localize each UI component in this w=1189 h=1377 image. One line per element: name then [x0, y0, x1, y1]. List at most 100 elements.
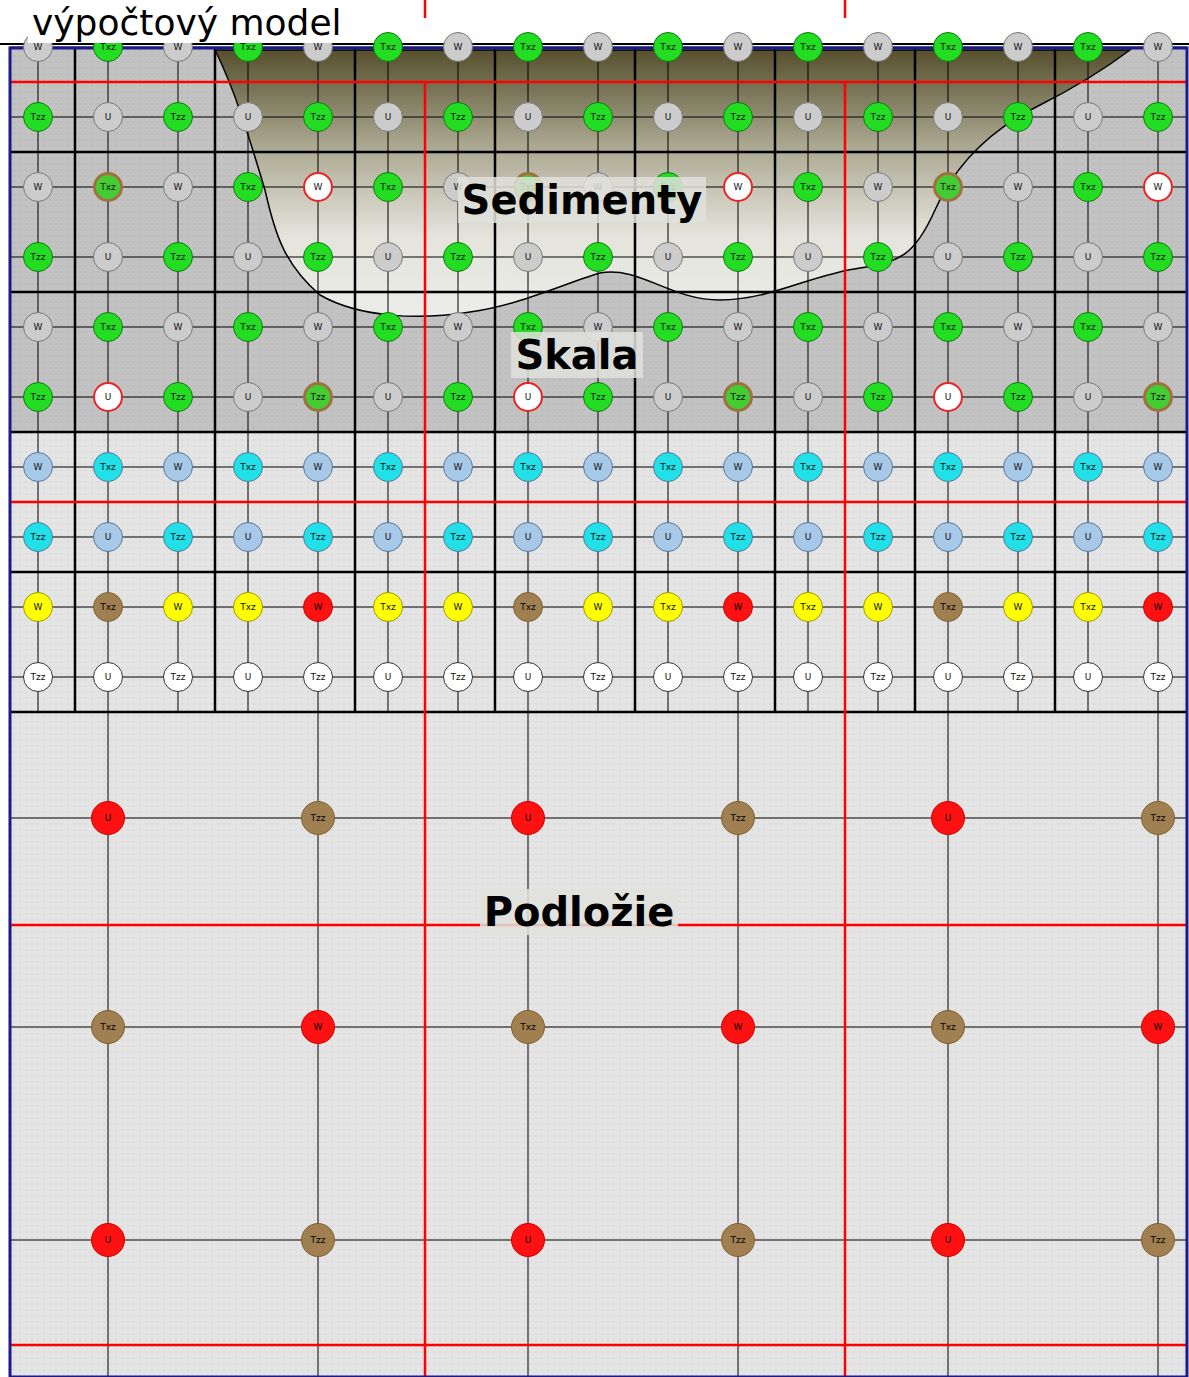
grid-node: U: [933, 662, 963, 692]
grid-node: Txz: [93, 312, 123, 342]
node-label: Txz: [1080, 603, 1096, 612]
grid-node: Txz: [93, 172, 123, 202]
node-label: Txz: [380, 183, 396, 192]
grid-node: W: [1003, 312, 1033, 342]
node-label: Tzz: [1011, 113, 1026, 122]
node-label: W: [874, 183, 883, 192]
node-label: U: [105, 814, 112, 823]
node-label: Tzz: [731, 673, 746, 682]
grid-node: U: [373, 662, 403, 692]
grid-node: Tzz: [1141, 1223, 1175, 1257]
grid-node: Txz: [511, 1010, 545, 1044]
node-label: U: [665, 533, 672, 542]
grid-node: U: [933, 242, 963, 272]
grid-node: U: [373, 242, 403, 272]
node-label: Txz: [100, 1023, 116, 1032]
grid-node: Txz: [93, 592, 123, 622]
grid-node: W: [1143, 32, 1173, 62]
grid-node: U: [793, 522, 823, 552]
node-label: U: [385, 393, 392, 402]
grid-node: Tzz: [583, 242, 613, 272]
node-label: U: [105, 673, 112, 682]
node-label: U: [945, 1236, 952, 1245]
node-label: U: [245, 393, 252, 402]
grid-node: Tzz: [863, 382, 893, 412]
grid-node: W: [1143, 452, 1173, 482]
grid-node: Tzz: [443, 662, 473, 692]
grid-node: Tzz: [863, 522, 893, 552]
node-label: W: [1014, 603, 1023, 612]
node-label: U: [105, 113, 112, 122]
grid-node: U: [233, 522, 263, 552]
node-label: Txz: [240, 463, 256, 472]
grid-node: Tzz: [301, 1223, 335, 1257]
node-label: U: [105, 393, 112, 402]
grid-node: Tzz: [303, 102, 333, 132]
node-label: W: [34, 43, 43, 52]
grid-node: Txz: [233, 452, 263, 482]
grid-node: W: [1143, 172, 1173, 202]
grid-node: U: [93, 242, 123, 272]
grid-node: Txz: [233, 172, 263, 202]
node-label: Tzz: [451, 393, 466, 402]
grid-node: U: [93, 522, 123, 552]
grid-node: Tzz: [863, 242, 893, 272]
grid-node: U: [653, 382, 683, 412]
node-label: Txz: [940, 323, 956, 332]
grid-node: Tzz: [1141, 801, 1175, 835]
node-label: W: [34, 603, 43, 612]
grid-node: Txz: [933, 592, 963, 622]
node-label: Tzz: [731, 113, 746, 122]
node-label: U: [945, 393, 952, 402]
node-label: W: [1154, 603, 1163, 612]
node-label: Tzz: [731, 814, 746, 823]
grid-node: U: [933, 102, 963, 132]
node-label: Tzz: [311, 673, 326, 682]
node-label: Tzz: [31, 113, 46, 122]
grid-node: Tzz: [723, 522, 753, 552]
grid-node: U: [373, 382, 403, 412]
node-label: Txz: [940, 1023, 956, 1032]
node-label: W: [1014, 323, 1023, 332]
grid-node: W: [23, 172, 53, 202]
node-label: Tzz: [171, 533, 186, 542]
grid-node: W: [301, 1010, 335, 1044]
grid-node: Txz: [933, 452, 963, 482]
node-label: Tzz: [31, 673, 46, 682]
node-label: Tzz: [451, 113, 466, 122]
region-label: Podložie: [480, 889, 679, 935]
node-label: U: [385, 113, 392, 122]
node-label: Txz: [940, 603, 956, 612]
node-label: W: [174, 43, 183, 52]
grid-node: U: [1073, 662, 1103, 692]
grid-node: Tzz: [723, 662, 753, 692]
grid-node: U: [793, 242, 823, 272]
slide-title: výpočtový model: [28, 2, 346, 43]
grid-node: W: [23, 312, 53, 342]
grid-node: U: [233, 662, 263, 692]
node-label: Txz: [380, 323, 396, 332]
node-label: W: [174, 603, 183, 612]
node-label: Txz: [940, 183, 956, 192]
node-label: Tzz: [31, 393, 46, 402]
grid-node: Tzz: [863, 662, 893, 692]
grid-node: W: [863, 452, 893, 482]
node-label: U: [945, 814, 952, 823]
node-label: W: [34, 323, 43, 332]
node-label: Txz: [380, 603, 396, 612]
grid-node: W: [1141, 1010, 1175, 1044]
grid-node: Tzz: [303, 382, 333, 412]
node-label: Txz: [800, 183, 816, 192]
node-label: Tzz: [1151, 113, 1166, 122]
grid-node: Tzz: [301, 801, 335, 835]
node-label: W: [314, 183, 323, 192]
grid-node: U: [931, 801, 965, 835]
node-label: Tzz: [1011, 673, 1026, 682]
node-label: Tzz: [171, 253, 186, 262]
grid-node: Txz: [793, 592, 823, 622]
grid-node: Txz: [653, 312, 683, 342]
node-label: W: [454, 603, 463, 612]
grid-node: U: [233, 242, 263, 272]
grid-node: Tzz: [583, 662, 613, 692]
grid-node: W: [723, 592, 753, 622]
